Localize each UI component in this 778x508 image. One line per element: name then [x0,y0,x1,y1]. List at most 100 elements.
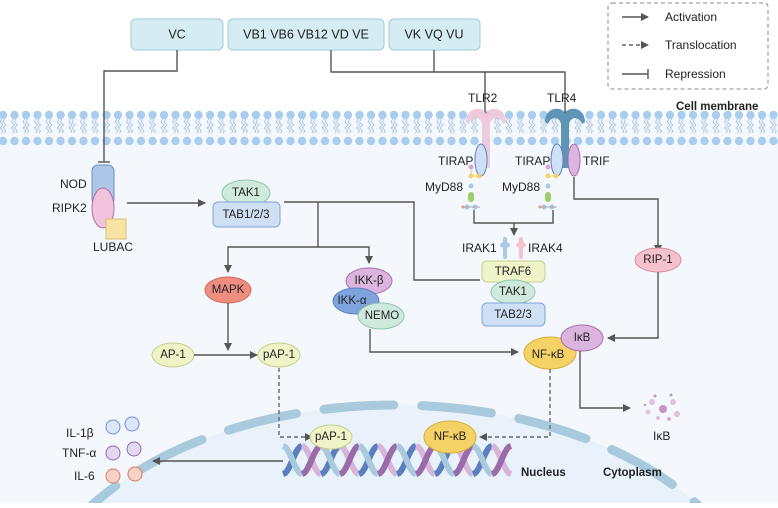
arrow-rip1-to-ikb [607,272,659,342]
lipid-head [723,136,732,146]
lipid-head [458,136,468,146]
lipid-head [251,110,261,120]
arrow-ikb-degradation [579,351,631,412]
lipid-head [228,110,238,120]
tak1-label: TAK1 [232,187,260,199]
dna-strand-b [300,443,323,477]
mapk-node[interactable]: MAPK [204,276,252,304]
lipid-head [274,110,284,120]
lipid-head [355,136,364,146]
lipid-head [654,136,663,146]
pap1-node[interactable]: pAP-1 [257,342,301,368]
lipid-head [90,110,100,120]
ikk-complex[interactable]: IKK-β IKK-α NEMO [332,267,405,330]
lipid-head [182,110,192,120]
lipid-head [10,136,19,146]
lipid-head [194,110,203,120]
tnfa-label: TNF-α [62,446,96,460]
tak1-branch-lines [224,201,480,281]
nfkb-ikb-complex[interactable]: NF-κB IκB [523,324,604,370]
lipid-head [539,110,548,120]
lipid-head [700,110,709,120]
tlr4-label: TLR4 [547,91,577,105]
translocation-nfkb [479,369,551,441]
lipid-head [677,110,686,120]
irak-complex[interactable]: IRAK1 IRAK4 [462,237,563,259]
pap1-nuclear-node[interactable]: pAP-1 [309,424,353,450]
ap1-node[interactable]: AP-1 [151,342,195,368]
lipid-head [297,136,307,146]
dna-strand-b [452,443,475,477]
lipid-head [447,136,456,146]
nfkb-nuclear-label: NF-κB [434,431,467,443]
lipid-head [90,136,100,146]
tlr4-receptor[interactable]: TLR4 [545,91,585,168]
lipid-head [412,110,422,120]
lipid-head [56,110,65,120]
arrow-nemo-to-nfkb [369,329,519,356]
vitamin-box-vb[interactable]: VB1 VB6 VB12 VD VE [227,18,385,51]
lipid-head [205,136,215,146]
tlr2-adaptors[interactable]: TIRAP MyD88 [425,143,488,210]
rip1-node[interactable]: RIP-1 [634,247,682,273]
dna-strand-b [395,443,418,477]
lipid-head [596,110,606,120]
lipid-head [194,136,203,146]
lipid-head [458,110,468,120]
lipid-head [504,136,514,146]
lipid-head [148,110,157,120]
lipid-head [263,110,272,120]
lipid-head [56,136,65,146]
tlr4-adaptors[interactable]: TIRAP TRIF MyD88 [502,143,610,210]
lipid-head [378,110,387,120]
cytokine-tnfa[interactable]: TNF-α [62,441,142,461]
lipid-head [10,110,19,120]
traf6-label: TRAF6 [495,266,531,278]
cytokine-il6[interactable]: IL-6 [74,466,143,484]
lipid-head [596,136,606,146]
cytokine-il1b[interactable]: IL-1β [66,416,140,440]
lipid-head [516,136,525,146]
vitamin-box-vk[interactable]: VK VQ VU [388,18,481,51]
myd88-left-label: MyD88 [425,180,463,194]
lipid-head [297,110,307,120]
vitamin-label: VB1 VB6 VB12 VD VE [243,27,369,41]
lipid-head [585,110,594,120]
lipid-head [320,110,330,120]
vitamin-box-vc[interactable]: VC [130,18,224,51]
lipid-head [79,136,88,146]
lipid-head [67,110,77,120]
dna-strand-b [490,443,513,477]
tlr2-receptor[interactable]: TLR2 [466,91,506,168]
nod-complex[interactable]: NOD RIPK2 LUBAC [52,164,133,254]
lipid-head [44,110,54,120]
lipid-head [677,136,686,146]
lipid-head [125,110,134,120]
lipid-head [435,136,445,146]
lipid-head [79,110,88,120]
lipid-head [0,110,8,120]
lipid-head [447,110,456,120]
nucleus-label: Nucleus [521,467,566,479]
lipid-head [700,136,709,146]
traf6-complex[interactable]: TRAF6 TAK1 TAB2/3 [481,260,546,327]
nucleus-region [87,400,703,503]
dna-strand-b [357,443,380,477]
tab23-label: TAB2/3 [494,309,532,321]
lipid-head [757,110,767,120]
dna-strand-b [376,443,399,477]
tak1-tab123-complex[interactable]: TAK1 TAB1/2/3 [212,179,281,228]
lipid-head [619,136,629,146]
lipid-head [182,136,192,146]
lipid-head [217,110,226,120]
lipid-head [746,136,755,146]
lipid-head [757,136,767,146]
dna-strand-b [471,443,494,477]
nfkb-nuclear-node[interactable]: NF-κB [423,420,477,454]
lipid-head [769,136,778,146]
myd88-right-label: MyD88 [502,180,540,194]
lipid-head [734,136,744,146]
lipid-head [470,136,479,146]
myd88-left-icon [461,164,482,210]
